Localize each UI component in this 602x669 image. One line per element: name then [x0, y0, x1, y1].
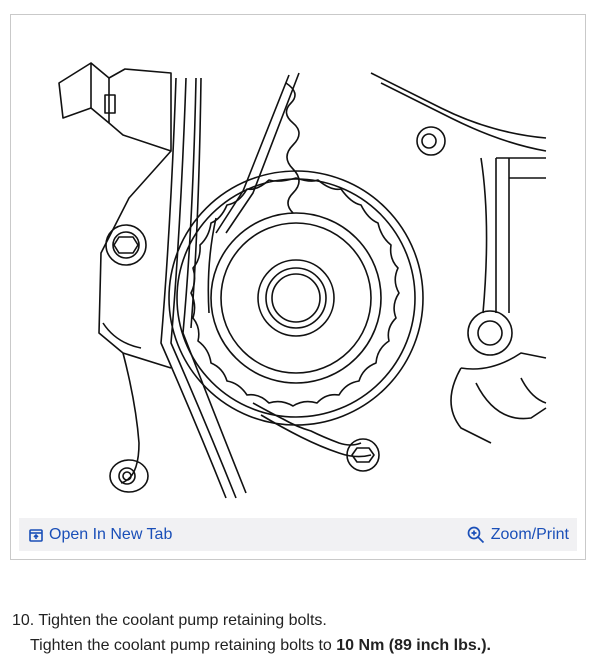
step-detail: Tighten the coolant pump retaining bolts… — [30, 637, 491, 655]
step-heading: 10. Tighten the coolant pump retaining b… — [12, 612, 327, 629]
zoom-print-link[interactable]: Zoom/Print — [467, 526, 569, 544]
zoom-print-label: Zoom/Print — [490, 525, 569, 543]
figure-panel: Open In New Tab Zoom/Print — [10, 14, 586, 560]
torque-spec: 10 Nm (89 inch lbs.) — [336, 637, 487, 654]
coolant-pump-diagram — [58, 62, 547, 499]
torque-spec-period: . — [486, 637, 491, 654]
zoom-icon — [467, 526, 484, 543]
step-detail-text: Tighten the coolant pump retaining bolts… — [30, 637, 337, 654]
open-in-new-tab-label: Open In New Tab — [49, 525, 173, 543]
figure-toolbar: Open In New Tab Zoom/Print — [19, 518, 577, 551]
open-tab-icon — [29, 528, 43, 542]
open-in-new-tab-link[interactable]: Open In New Tab — [29, 526, 172, 544]
